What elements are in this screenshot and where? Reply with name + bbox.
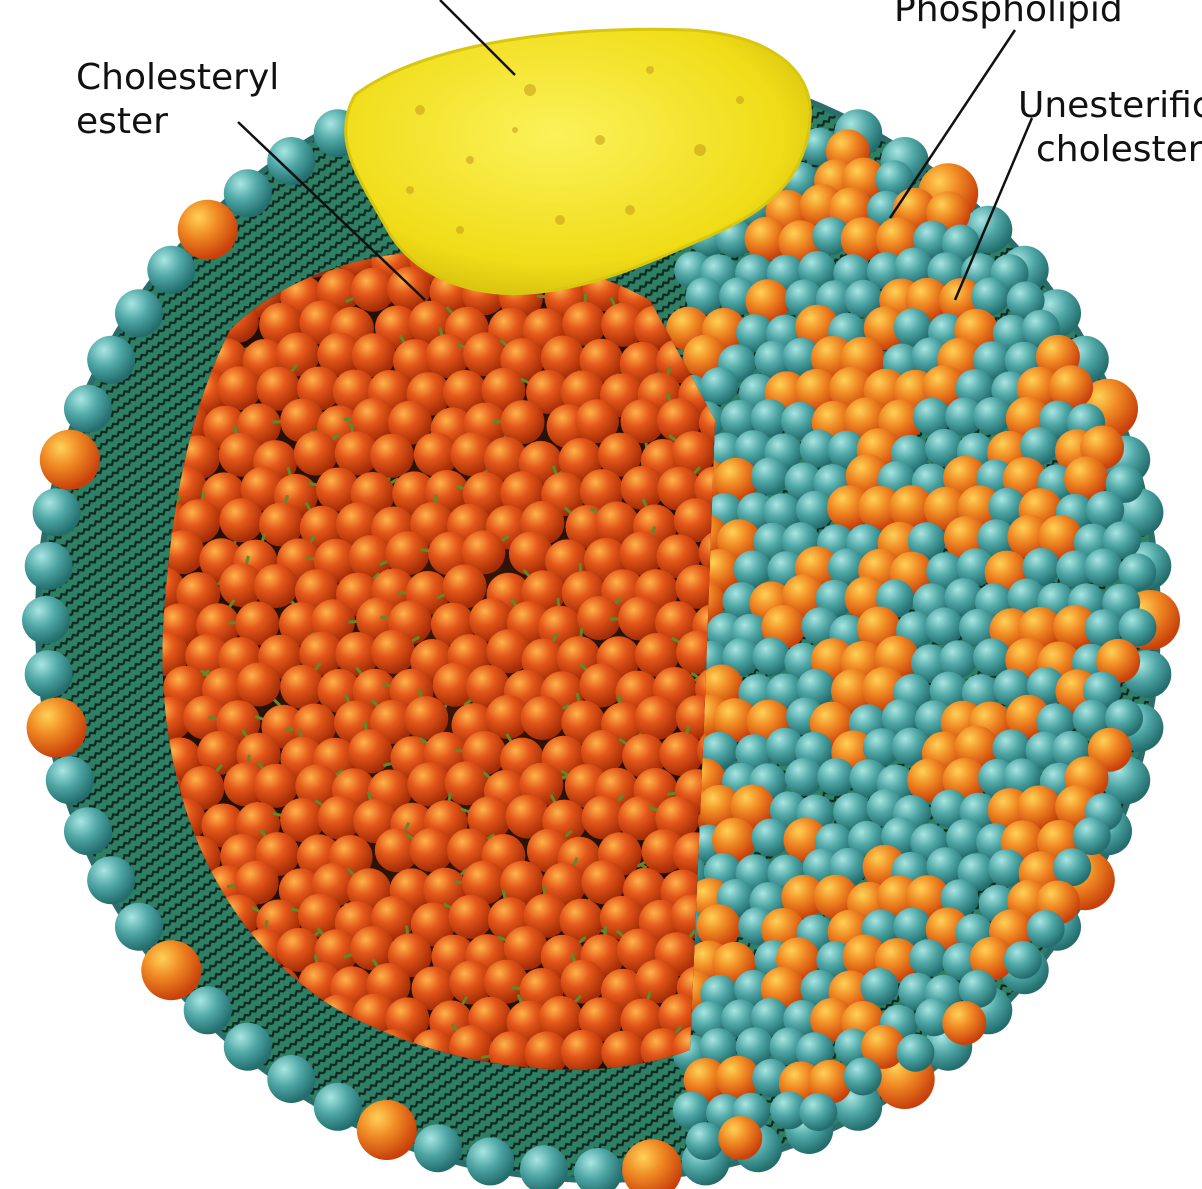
phospholipid-head (860, 968, 898, 1006)
cholesteryl-ester-molecule (407, 762, 451, 806)
cholesterol-molecule (718, 1116, 762, 1160)
phospholipid-head (33, 488, 81, 536)
cholesterol-molecule (942, 1001, 986, 1045)
phospholipid-head (46, 756, 94, 804)
phospholipid-head (897, 1034, 935, 1072)
phospholipid-head (22, 596, 70, 644)
phospholipid-head (224, 169, 272, 217)
phospholipid-head (314, 1083, 362, 1131)
cholesteryl-ester-molecule (348, 729, 392, 773)
cholesteryl-ester-molecule (254, 564, 298, 608)
unesterified-cholesterol-label-line2: cholester (1018, 128, 1202, 172)
phospholipid-head (64, 807, 112, 855)
phospholipid-head (414, 1124, 462, 1172)
cholesteryl-ester-molecule (219, 498, 263, 542)
cholesterol-molecule (178, 200, 238, 260)
phospholipid-head (1084, 549, 1122, 587)
phospholipid-head (25, 650, 73, 698)
cholesteryl-ester-molecule (280, 665, 324, 709)
cholesteryl-ester-molecule (181, 1030, 225, 1074)
cholesteryl-ester-molecule (236, 663, 280, 707)
cholesteryl-ester-molecule (449, 895, 493, 939)
cholesteryl-ester-molecule (371, 630, 415, 674)
phospholipid-head (64, 385, 112, 433)
phospholipid-head (844, 1058, 882, 1096)
cholesteryl-ester-molecule (521, 696, 565, 740)
cholesteryl-ester-molecule (370, 434, 414, 478)
phospholipid-head (25, 542, 73, 590)
cholesteryl-ester-molecule (217, 366, 261, 410)
cholesterol-molecule (357, 1100, 417, 1160)
phospholipid-head (115, 903, 163, 951)
phospholipid-head (115, 289, 163, 337)
phospholipid-head (700, 367, 738, 405)
phospholipid-head (752, 638, 790, 676)
phospholipid-label: Phospholipid (894, 0, 1123, 32)
phospholipid-head (785, 758, 823, 796)
unesterified-cholesterol-label-line1: Unesterific (1018, 84, 1202, 128)
phospholipid-head (909, 939, 947, 977)
phospholipid-head (686, 1122, 724, 1160)
cholesteryl-ester-molecule (635, 696, 679, 740)
unesterified-cholesterol-label: Unesterific cholester (1018, 84, 1202, 172)
ester-tail (162, 1027, 182, 1049)
cholesteryl-ester-label: Cholesteryl ester (76, 56, 279, 144)
phospholipid-head (147, 246, 195, 294)
phospholipid-head (184, 986, 232, 1034)
cholesteryl-ester-molecule (509, 532, 553, 576)
phospholipid-head (1053, 848, 1091, 886)
cholesterol-molecule (141, 940, 201, 1000)
cholesteryl-ester-molecule (410, 828, 454, 872)
cholesterol-molecule (27, 698, 87, 758)
phospholipid-head (1004, 941, 1042, 979)
cholesteryl-ester-label-line2: ester (76, 100, 279, 144)
cholesteryl-ester-molecule (561, 1030, 605, 1074)
phospholipid-head (87, 856, 135, 904)
cholesteryl-ester-label-line1: Cholesteryl (76, 56, 279, 100)
phospholipid-head (1027, 910, 1065, 948)
phospholipid-head (973, 397, 1011, 435)
cholesteryl-ester-molecule (140, 1027, 184, 1071)
phospholipid-head (925, 607, 963, 645)
phospholipid-label-line1: Phospholipid (894, 0, 1123, 32)
phospholipid-head (466, 1137, 514, 1185)
phospholipid-head (87, 336, 135, 384)
phospholipid-head (799, 1093, 837, 1131)
ester-tail (180, 1032, 203, 1052)
phospholipid-head (224, 1023, 272, 1071)
cholesterol-molecule (40, 430, 100, 490)
surface-monolayer (666, 128, 1156, 1161)
phospholipid-head (751, 457, 789, 495)
phospholipid-head (267, 137, 315, 185)
phospholipid-head (267, 1055, 315, 1103)
